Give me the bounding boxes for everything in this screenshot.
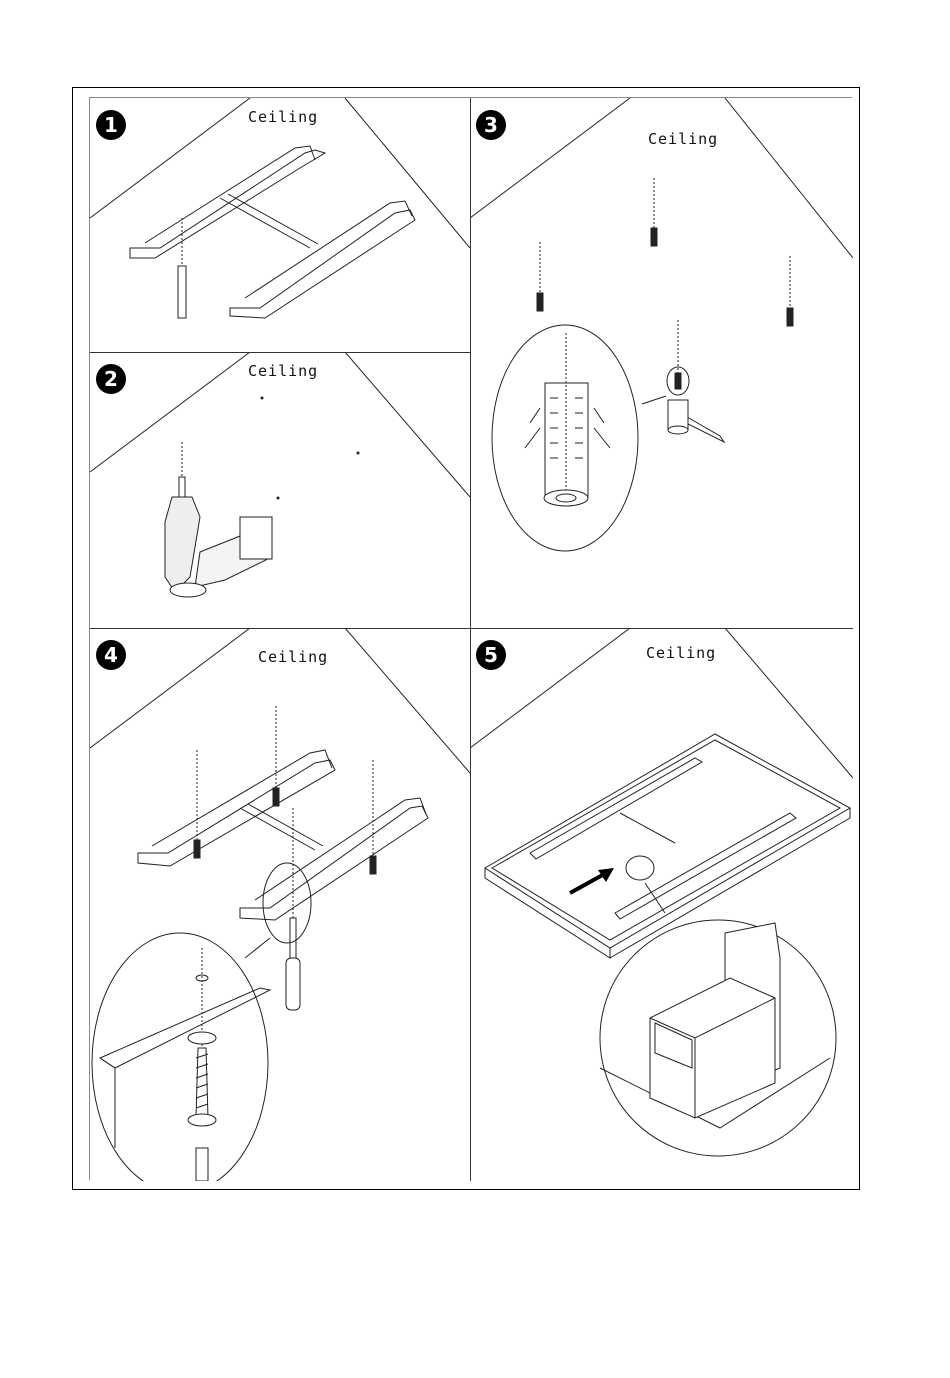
screwdriver-screw-icon [92,933,270,1181]
wall-plug-illustration [470,98,853,628]
step-number-badge: 2 [96,364,126,394]
bracket-screw-illustration [90,628,470,1181]
screwdriver-icon [286,808,300,1010]
panel-divider-step1-2 [90,352,470,353]
drilling-illustration [90,352,470,628]
ceiling-label: Ceiling [248,362,318,380]
panel-mounting-icon [600,920,836,1156]
step-number-badge: 1 [96,110,126,140]
ceiling-label: Ceiling [258,648,328,666]
step-4-panel: 4 Ceiling [90,628,470,1181]
arrow-icon [570,868,614,893]
panel-mounting-illustration [470,628,853,1181]
ceiling-label: Ceiling [248,108,318,126]
step-1-panel: 1 Ceiling [90,98,470,352]
bracket-frame-illustration [90,98,470,352]
step-number-badge: 4 [96,640,126,670]
step-number-badge: 3 [476,110,506,140]
steps-grid: 1 Ceiling [89,97,852,1180]
instruction-sheet: 1 Ceiling [72,87,860,1190]
ceiling-label: Ceiling [648,130,718,148]
step-2-panel: 2 Ceiling [90,352,470,628]
panel-divider-vertical [470,98,471,1181]
step-3-panel: 3 Ceiling [470,98,853,628]
power-drill-icon [165,442,272,597]
panel-divider-horizontal [90,628,853,629]
ceiling-label: Ceiling [646,644,716,662]
step-5-panel: 5 Ceiling [470,628,853,1181]
wall-plug-anchor-icon [492,325,638,551]
step-number-badge: 5 [476,640,506,670]
